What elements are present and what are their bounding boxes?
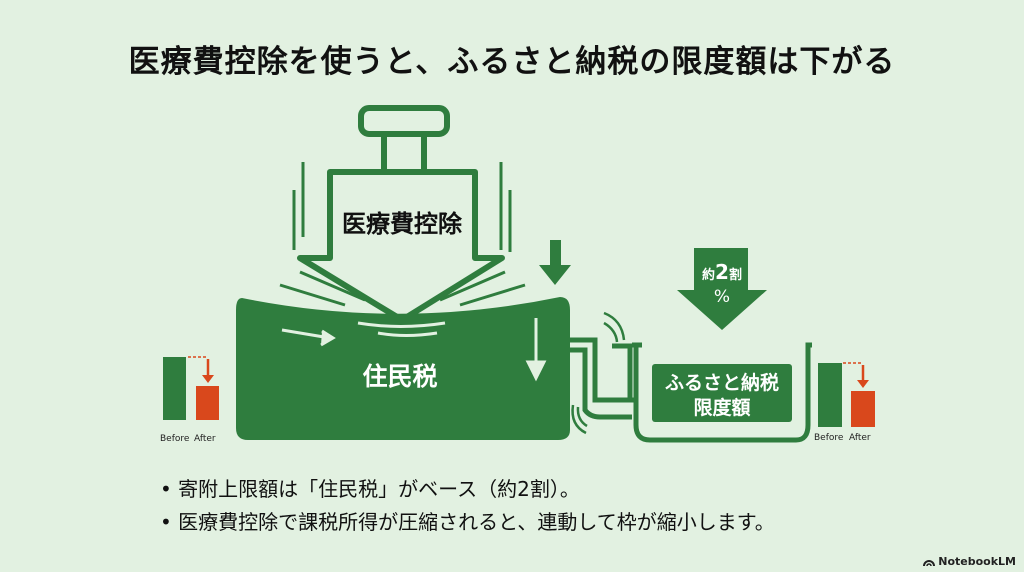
pipes xyxy=(570,337,812,443)
before-after-chart-right: Before After xyxy=(814,362,875,443)
after-label: After xyxy=(849,433,871,443)
bullet-item: • 寄附上限額は「住民税」がベース（約2割）。 xyxy=(160,477,580,501)
press-label: 医療費控除 xyxy=(342,210,463,238)
reduction-label: 約2割 xyxy=(702,260,742,284)
before-after-chart-left: Before After xyxy=(160,356,219,444)
tank-label: 住民税 xyxy=(362,362,437,391)
pressure-lines xyxy=(281,318,547,382)
down-arrow-icon xyxy=(539,240,571,285)
after-label: After xyxy=(194,434,216,444)
before-label: Before xyxy=(814,433,844,443)
before-bar xyxy=(163,357,186,420)
resident-tax-tank xyxy=(236,297,570,440)
reduction-label-line2: % xyxy=(714,287,730,307)
basin-label-line1: ふるさと納税 xyxy=(665,371,779,394)
notebooklm-icon xyxy=(923,560,936,566)
slide-title: 医療費控除を使うと、ふるさと納税の限度額は下がる xyxy=(128,44,896,80)
motion-lines xyxy=(279,162,526,307)
before-bar xyxy=(818,363,842,427)
after-bar xyxy=(196,386,219,420)
press-icon xyxy=(297,105,505,323)
after-bar xyxy=(851,391,875,427)
basin-label-line2: 限度額 xyxy=(693,396,750,419)
before-label: Before xyxy=(160,434,190,444)
bullet-item: • 医療費控除で課税所得が圧縮されると、連動して枠が縮小します。 xyxy=(160,510,775,534)
notebooklm-logo: NotebookLM xyxy=(923,555,1016,568)
vibration-lines xyxy=(571,311,626,435)
bullet-list: • 寄附上限額は「住民税」がベース（約2割）。 • 医療費控除で課税所得が圧縮さ… xyxy=(160,474,775,540)
furusato-limit-box xyxy=(652,364,792,422)
reduction-arrow xyxy=(677,248,767,330)
